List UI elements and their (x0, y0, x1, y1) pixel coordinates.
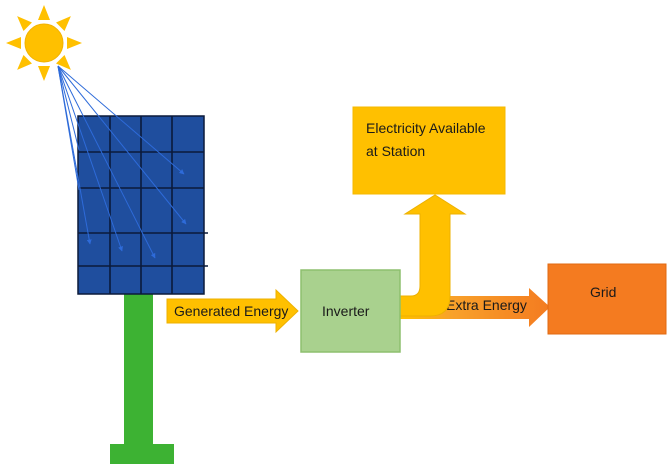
station-node: Electricity Available at Station (352, 106, 506, 195)
station-flow-arrow (399, 194, 467, 317)
sun-ray (17, 16, 32, 31)
inverter-node: Inverter (300, 269, 401, 353)
grid-node: Grid (547, 263, 667, 335)
solar-panel-icon (77, 115, 208, 295)
inverter-label: Inverter (322, 303, 370, 319)
generated-energy-label: Generated Energy (174, 303, 288, 319)
sun-ray (17, 55, 32, 70)
station-label-line2: at Station (366, 143, 425, 159)
sun-ray (67, 37, 82, 49)
extra-energy-arrow: Extra Energy (400, 288, 550, 327)
generated-energy-arrow: Generated Energy (166, 288, 299, 334)
sun-ray (56, 16, 71, 31)
grid-label: Grid (590, 284, 616, 300)
panel-stand (110, 290, 174, 464)
station-label-line1: Electricity Available (366, 120, 486, 136)
sun-ray (56, 55, 71, 70)
sun-icon (6, 5, 82, 81)
sun-ray (6, 37, 21, 49)
sun-ray (38, 66, 50, 81)
sun-light-rays (57, 65, 187, 259)
extra-energy-label: Extra Energy (446, 297, 527, 313)
sun-ray (38, 5, 50, 20)
